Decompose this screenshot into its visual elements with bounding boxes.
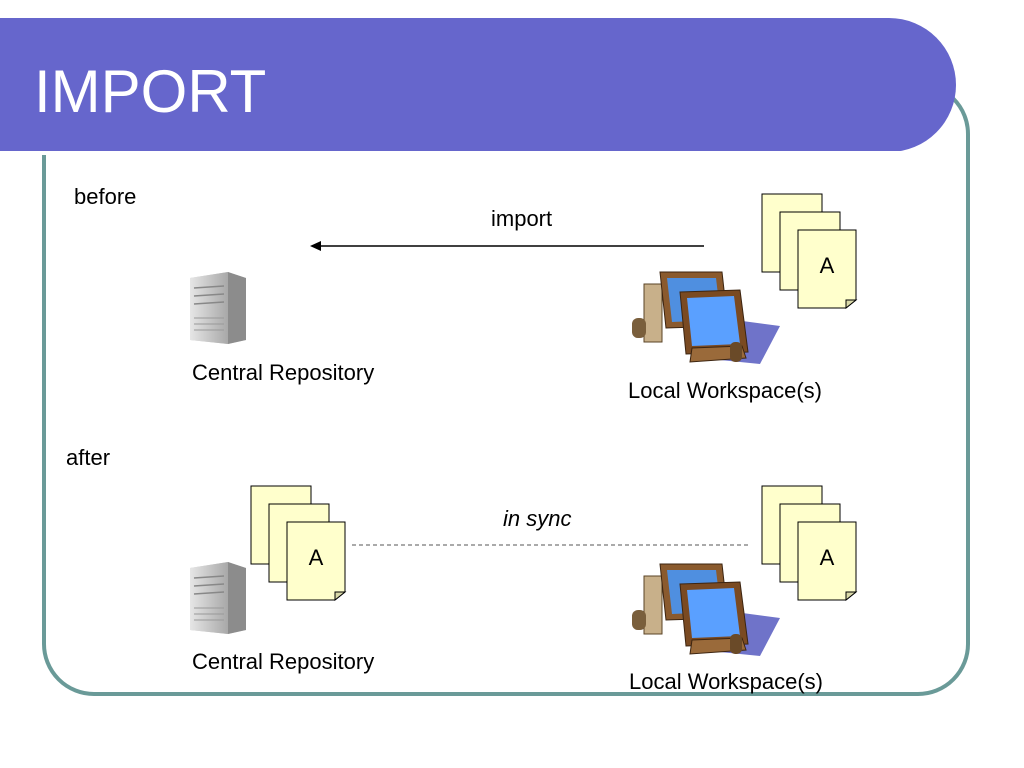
workspace-label-after: Local Workspace(s) [629,669,823,694]
in-sync-label: in sync [503,506,572,531]
before-label: before [74,184,137,209]
document-stack-icon: A [250,485,347,602]
document-stack-icon: A [761,485,858,602]
after-label: after [66,445,111,470]
workstation-icon [632,271,780,364]
server-icon [190,272,246,344]
sync-dashed-line [352,544,748,546]
title-underline [0,151,905,155]
import-arrow [310,241,704,251]
document-letter: A [820,253,835,278]
repository-label-before: Central Repository [192,360,375,385]
slide-title: IMPORT [34,58,267,125]
repository-label-after: Central Repository [192,649,375,674]
document-stack-icon: A [761,193,858,310]
workspace-label-before: Local Workspace(s) [628,378,822,403]
document-letter: A [309,545,324,570]
server-icon [190,562,246,634]
document-letter: A [820,545,835,570]
title-bar: IMPORT [0,18,956,155]
import-arrow-label: import [491,206,553,231]
workstation-icon [632,563,780,656]
